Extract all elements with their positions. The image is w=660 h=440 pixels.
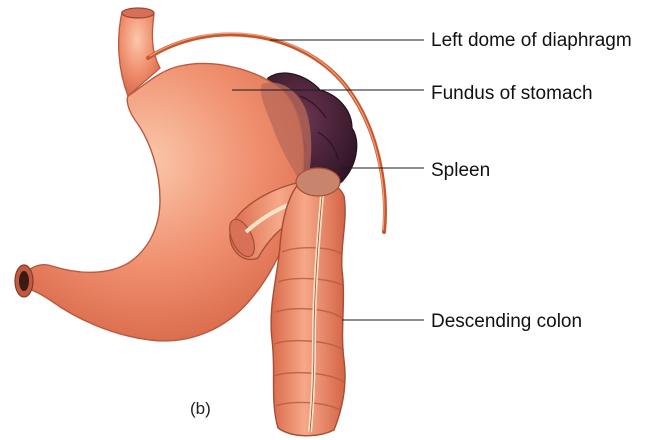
- stomach-shape: [15, 8, 311, 341]
- panel-label: (b): [190, 400, 211, 417]
- label-descending-colon: Descending colon: [431, 312, 582, 331]
- label-fundus-of-stomach: Fundus of stomach: [431, 84, 593, 103]
- label-spleen: Spleen: [431, 161, 490, 180]
- label-left-dome-of-diaphragm: Left dome of diaphragm: [431, 31, 632, 50]
